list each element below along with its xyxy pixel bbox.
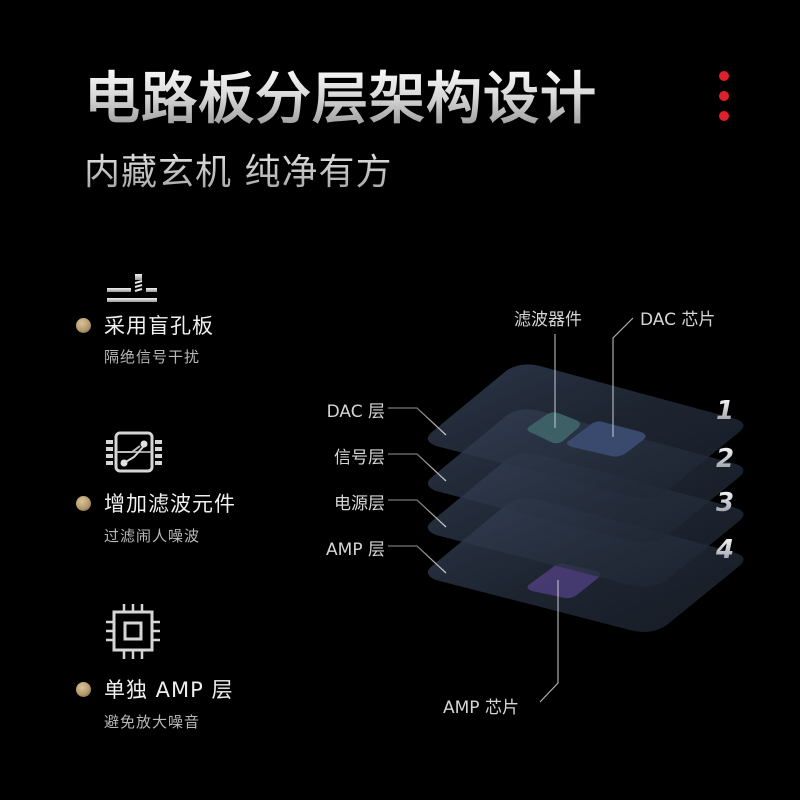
- bullet-dot: [76, 318, 91, 333]
- bullet-dot: [76, 496, 91, 511]
- dac-chip: [566, 421, 646, 457]
- layer-number-4: 4: [716, 535, 735, 565]
- signal-layer-leader-line: [388, 453, 447, 482]
- amp-layer-leader-line: [388, 545, 447, 574]
- three-dots-vertical-icon[interactable]: [719, 71, 729, 131]
- page-title: 电路板分层架构设计: [84, 64, 597, 136]
- layer-number-3: 3: [716, 488, 735, 518]
- filter-chip: [527, 412, 581, 444]
- layer-label-power: 电源层: [334, 494, 385, 514]
- feature-title: 单独 AMP 层: [104, 678, 234, 702]
- filter-label: 滤波器件: [514, 310, 582, 330]
- page-subtitle: 内藏玄机 纯净有方: [84, 148, 392, 198]
- layer-number-1: 1: [716, 396, 735, 426]
- layer-number-2: 2: [716, 444, 735, 474]
- dot: [719, 71, 729, 81]
- feature-amp-layer: 单独 AMP 层 避免放大噪音: [76, 604, 296, 734]
- bullet-dot: [76, 682, 91, 697]
- feature-desc: 隔绝信号干扰: [104, 348, 201, 366]
- feature-blind-via: 采用盲孔板 隔绝信号干扰: [76, 268, 296, 368]
- dot: [719, 111, 729, 121]
- feature-desc: 过滤闹人噪波: [104, 527, 201, 545]
- layer-label-dac: DAC 层: [326, 402, 385, 422]
- amp-chip-leader-line: [539, 580, 559, 703]
- dac-layer-leader-line: [388, 407, 447, 436]
- processor-chip-icon: [104, 604, 164, 664]
- power-layer-leader-line: [388, 499, 447, 528]
- dac-chip-leader-line: [612, 317, 634, 437]
- layer-label-amp: AMP 层: [326, 540, 385, 560]
- layer-label-signal: 信号层: [334, 448, 385, 468]
- feature-title: 增加滤波元件: [104, 492, 236, 516]
- feature-filter: 增加滤波元件 过滤闹人噪波: [76, 430, 296, 550]
- feature-title: 采用盲孔板: [104, 314, 214, 338]
- amp-chip-label: AMP 芯片: [443, 698, 519, 718]
- dac-chip-label: DAC 芯片: [640, 310, 716, 330]
- blind-via-board-icon: [104, 272, 160, 310]
- circuit-chip-icon: [104, 430, 164, 480]
- dot: [719, 91, 729, 101]
- feature-desc: 避免放大噪音: [104, 713, 201, 731]
